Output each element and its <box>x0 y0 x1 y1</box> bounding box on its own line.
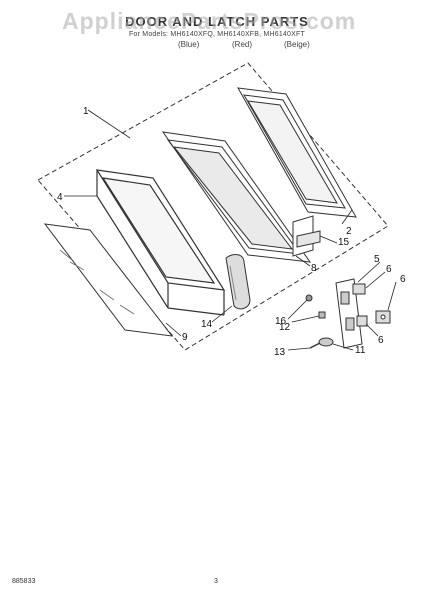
callout-15: 15 <box>338 237 350 248</box>
watermark: AppliancePartsPros.com <box>62 8 357 34</box>
color-label-red: (Red) <box>232 40 253 49</box>
interlock-switch-upper <box>352 283 366 295</box>
callout-1: 1 <box>83 106 89 117</box>
pin-13 <box>309 342 321 349</box>
callout-6-lower: 6 <box>378 335 384 346</box>
callout-6-upper: 6 <box>386 264 392 275</box>
callout-2: 2 <box>346 226 352 237</box>
model-list: For Models: MH6140XFQ, MH6140XFB, MH6140… <box>129 31 305 38</box>
interlock-switch-lower <box>356 315 368 327</box>
callout-12: 12 <box>279 322 291 333</box>
door-handle <box>225 254 251 310</box>
callout-5: 5 <box>374 254 380 265</box>
hinge <box>292 215 321 257</box>
document-number: 885833 <box>12 578 36 585</box>
interlock-switch-right <box>375 310 391 324</box>
color-label-blue: (Blue) <box>178 40 200 49</box>
latch-assembly <box>335 278 363 349</box>
callout-13: 13 <box>274 347 286 358</box>
callout-9: 9 <box>182 332 188 343</box>
spring-11 <box>318 337 334 347</box>
page-number: 3 <box>214 578 218 585</box>
door-glass <box>43 223 174 337</box>
color-label-beige: (Beige) <box>284 40 310 49</box>
leader-lines <box>64 109 397 351</box>
callout-4: 4 <box>57 192 63 203</box>
callout-11: 11 <box>355 345 366 356</box>
door-choke-frame <box>95 169 226 316</box>
diagram-title: DOOR AND LATCH PARTS <box>125 14 309 29</box>
callout-16: 16 <box>275 316 287 327</box>
callout-8: 8 <box>311 263 317 274</box>
door-outer-frame <box>237 87 357 218</box>
door-panel <box>161 131 312 263</box>
callout-14: 14 <box>201 319 213 330</box>
screw-16 <box>305 294 313 302</box>
callout-6-right: 6 <box>400 274 406 285</box>
spacer-12 <box>318 311 326 319</box>
